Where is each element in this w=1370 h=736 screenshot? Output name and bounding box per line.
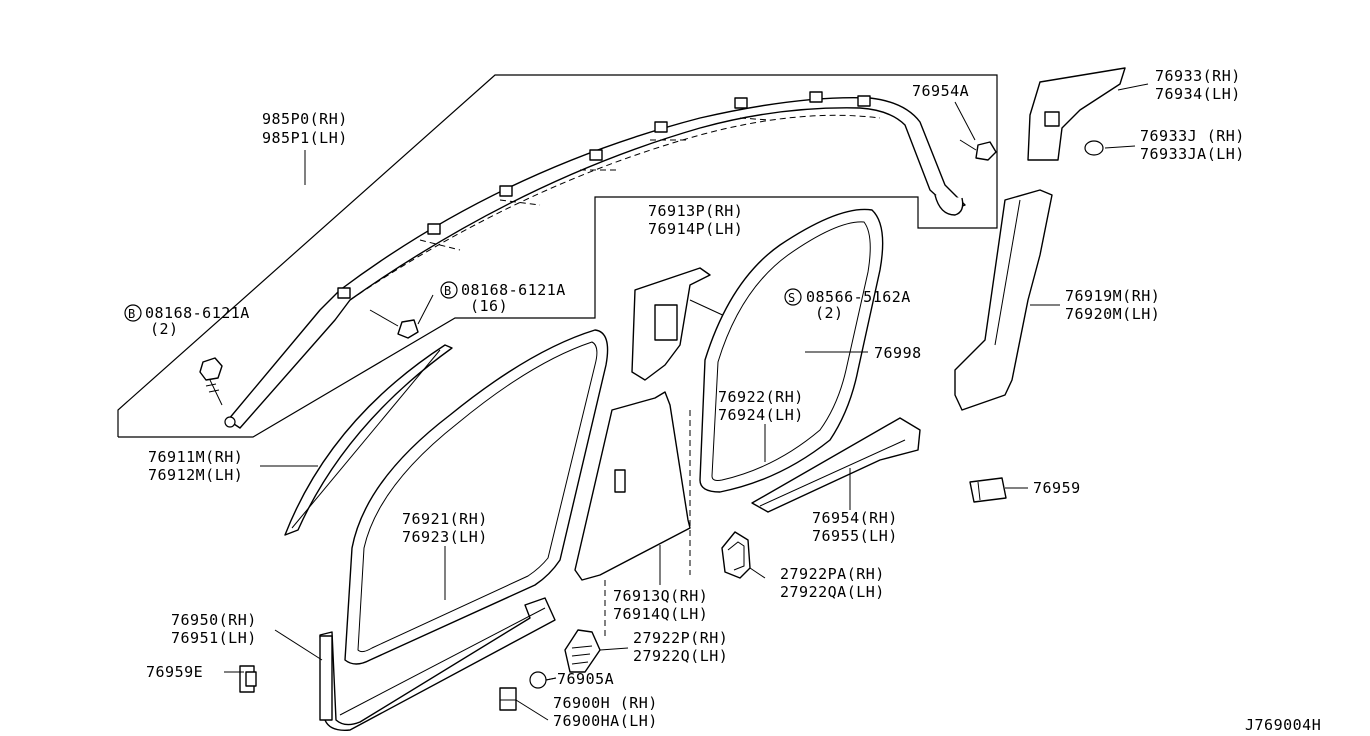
callout-27922qa: 27922QA(LH) [780, 583, 885, 601]
roof-rail-group-frame [117, 74, 998, 438]
cap-76933j-icon [1084, 140, 1104, 156]
clip-76959-icon [969, 477, 1007, 503]
callout-76959: 76959 [1033, 479, 1081, 497]
callout-27922pa: 27922PA(RH) [780, 565, 885, 583]
upper-rear-garnish [1027, 67, 1126, 161]
callout-76914p: 76914P(LH) [648, 220, 743, 238]
b-symbol-right-icon [440, 281, 458, 299]
callout-76954: 76954(RH) [812, 509, 898, 527]
bracket-76900h-icon [499, 687, 517, 711]
callout-76913p: 76913P(RH) [648, 202, 743, 220]
rear-pillar-garnish [954, 189, 1053, 411]
b-symbol-left-icon [124, 304, 142, 322]
callout-76959e: 76959E [146, 663, 203, 681]
a-pillar-garnish [284, 344, 453, 536]
diagram-id: J769004H [1245, 716, 1321, 734]
front-kicking-plate [319, 597, 556, 731]
callout-76933: 76933(RH) [1155, 67, 1241, 85]
callout-76913q: 76913Q(RH) [613, 587, 708, 605]
callout-76914q: 76914Q(LH) [613, 605, 708, 623]
b-symbol-left: B [128, 307, 136, 321]
callout-76900h: 76900H (RH) [553, 694, 658, 712]
bolt-b-left-icon [199, 357, 223, 406]
b-symbol-right: B [444, 284, 452, 298]
center-pillar-upper [631, 267, 756, 381]
callout-76933j: 76933J (RH) [1140, 127, 1245, 145]
callout-76950: 76950(RH) [171, 611, 257, 629]
callout-76912m: 76912M(LH) [148, 466, 243, 484]
callout-76923: 76923(LH) [402, 528, 488, 546]
callout-27922q: 27922Q(LH) [633, 647, 728, 665]
callout-76911m: 76911M(RH) [148, 448, 243, 466]
bolt-76954a-icon [959, 139, 997, 161]
callout-labels: 985P0(RH) 985P1(LH) 76954A 76933(RH) 769… [124, 67, 1321, 734]
callout-76920m: 76920M(LH) [1065, 305, 1160, 323]
bolt-b-right-icon [369, 309, 419, 339]
s-symbol: S [788, 291, 796, 305]
clip-76905a-icon [529, 671, 557, 689]
grille-27922p-icon [564, 629, 601, 673]
callout-b-left-qty: (2) [150, 320, 179, 338]
leader-lines [224, 83, 1149, 721]
callout-s-qty: (2) [815, 304, 844, 322]
callout-76954a: 76954A [912, 82, 969, 100]
callout-76921: 76921(RH) [402, 510, 488, 528]
callout-s-code: 08566-5162A [806, 288, 911, 306]
rear-kicking-plate [751, 417, 921, 513]
callout-76900ha: 76900HA(LH) [553, 712, 658, 730]
callout-b-left-code: 08168-6121A [145, 304, 250, 322]
callout-27922p: 27922P(RH) [633, 629, 728, 647]
rear-door-weatherstrip [699, 208, 884, 493]
callout-76919m: 76919M(RH) [1065, 287, 1160, 305]
callout-76924: 76924(LH) [718, 406, 804, 424]
callout-985p1: 985P1(LH) [262, 129, 348, 147]
callout-76905a: 76905A [557, 670, 614, 688]
callout-985p0: 985P0(RH) [262, 110, 348, 128]
center-pillar-lower [574, 391, 691, 640]
callout-b-right-code: 08168-6121A [461, 281, 566, 299]
clip-76959e-icon [239, 665, 257, 693]
callout-76933ja: 76933JA(LH) [1140, 145, 1245, 163]
grille-27922pa-icon [721, 531, 751, 579]
callout-76998: 76998 [874, 344, 922, 362]
callout-b-right-qty: (16) [470, 297, 508, 315]
s-symbol-icon [784, 288, 802, 306]
callout-76934: 76934(LH) [1155, 85, 1241, 103]
callout-76955: 76955(LH) [812, 527, 898, 545]
callout-76951: 76951(LH) [171, 629, 257, 647]
callout-76922: 76922(RH) [718, 388, 804, 406]
roof-rail-airbag [224, 91, 966, 429]
front-door-weatherstrip [344, 329, 609, 665]
